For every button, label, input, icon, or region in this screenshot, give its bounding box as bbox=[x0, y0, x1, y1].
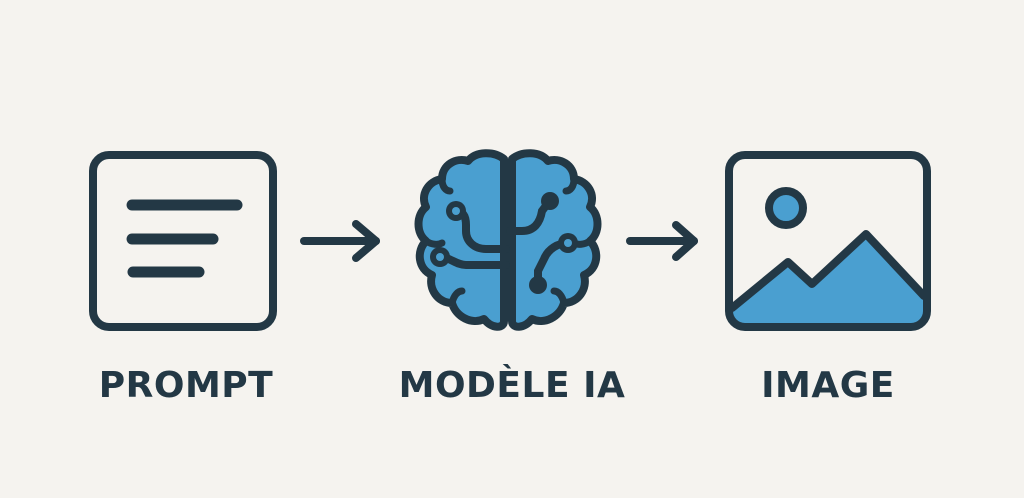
arrow-right-icon bbox=[622, 220, 704, 264]
ai-brain-circuit-icon bbox=[410, 145, 606, 337]
step-label-ai-model: MODÈLE IA bbox=[398, 365, 626, 406]
step-label-prompt: PROMPT bbox=[98, 365, 274, 406]
image-landscape-icon bbox=[724, 150, 932, 332]
text-document-icon bbox=[88, 150, 278, 332]
arrow-right-icon bbox=[298, 220, 386, 264]
step-label-image: IMAGE bbox=[761, 365, 895, 406]
